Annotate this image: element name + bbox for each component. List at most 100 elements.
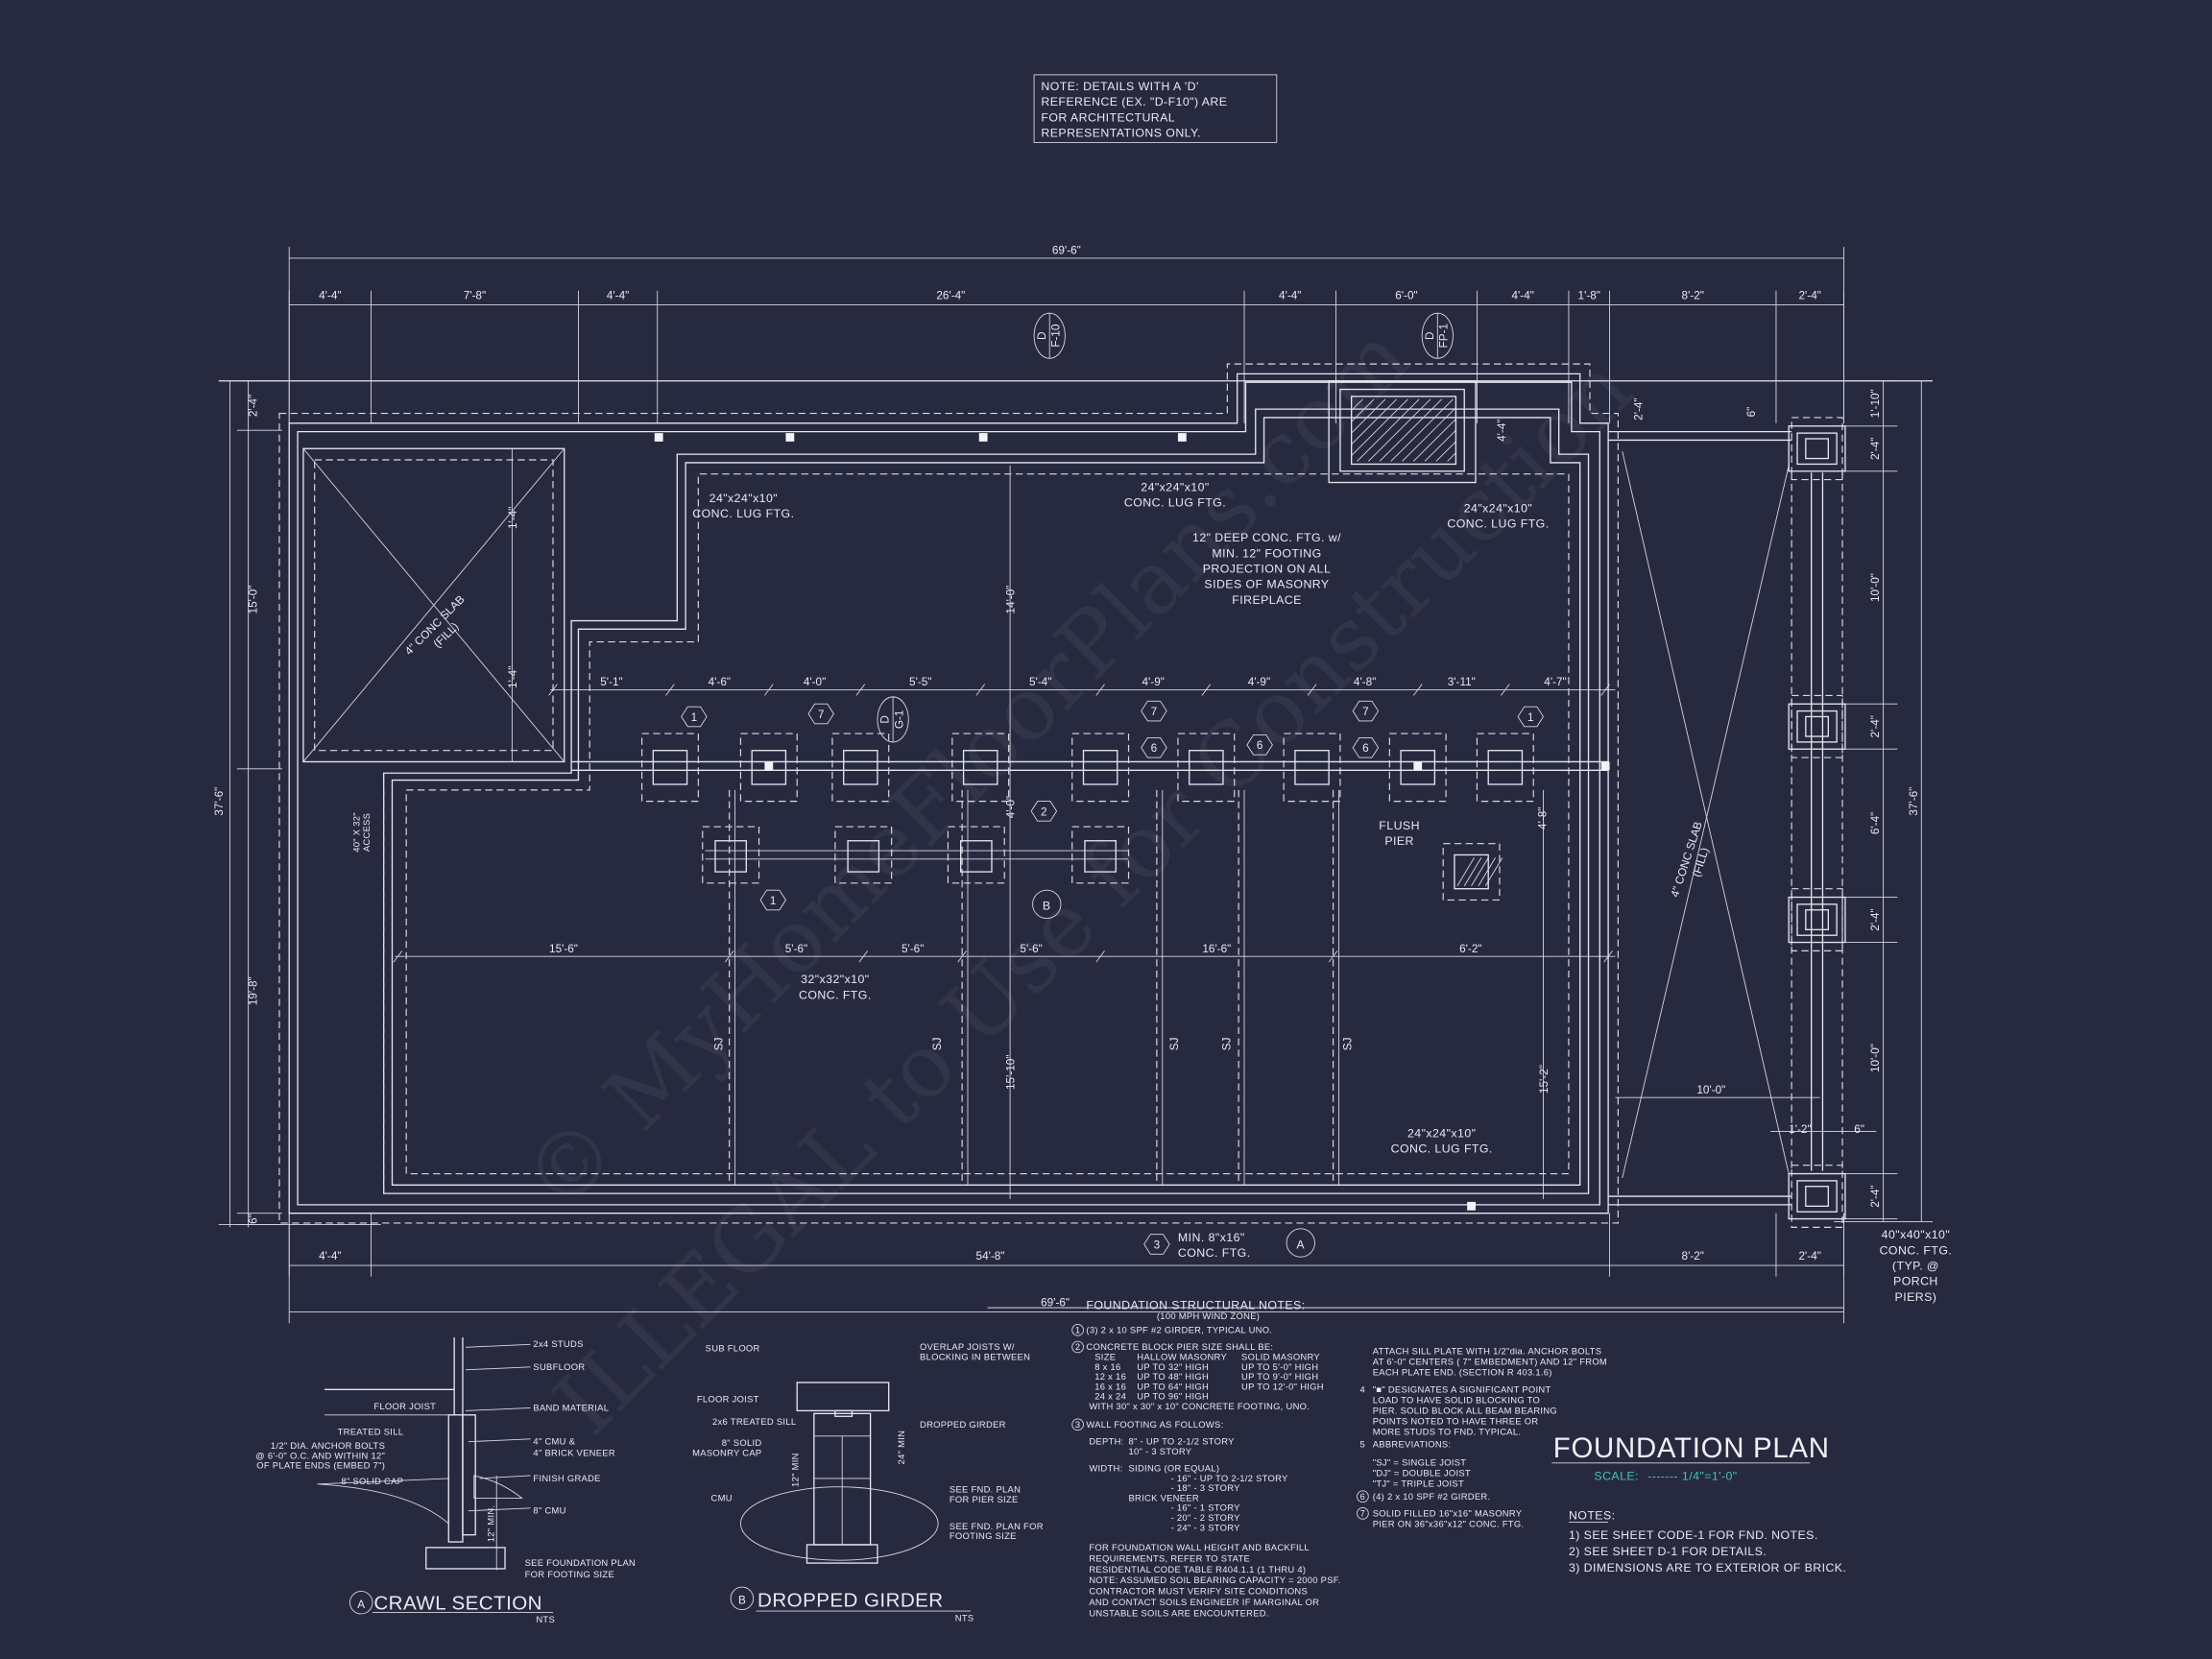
hex-tag: [1517, 706, 1545, 728]
dim-tick: [957, 950, 967, 963]
label-pier-size: SEE FND. PLAN: [950, 1484, 1021, 1495]
dim-label: 10'-0": [1696, 1084, 1725, 1096]
dim-bottom-segment: 8'-2": [1682, 1250, 1704, 1262]
note-text: REQUIREMENTS, REFER TO STATE: [1089, 1552, 1250, 1563]
hatch-line: [1484, 857, 1503, 887]
hatch-line: [1351, 398, 1386, 434]
joist-label-sj: SJ: [931, 1037, 944, 1050]
pier-footing: [947, 826, 1005, 884]
point-load-marker: [764, 761, 774, 771]
label-subfloor: SUBFLOOR: [533, 1361, 585, 1372]
section-letter: A: [357, 1599, 365, 1611]
dim-girder-segment: 4'-9": [1142, 676, 1165, 688]
dim-left-segment: 2'-4": [247, 395, 259, 417]
dim-girder-segment: 4'-8": [1354, 676, 1376, 688]
dropped-girder-title: DROPPED GIRDER: [757, 1590, 944, 1612]
table-cell: UP TO 12'-0" HIGH: [1241, 1381, 1324, 1391]
porch-pier-inner: [1796, 1180, 1838, 1213]
dim-label: 15'-2": [1538, 1065, 1551, 1094]
hex-tag: [1352, 737, 1380, 758]
flush-pier-footing: [1442, 843, 1501, 902]
table-header: HALLOW MASONRY: [1137, 1351, 1227, 1361]
detail-ref-letter: D: [1036, 331, 1048, 340]
dim-left-segment: 19'-8": [247, 976, 259, 1005]
pier: [1400, 750, 1436, 785]
note-number: 4: [1359, 1383, 1365, 1394]
fireplace-footing-label: FIREPLACE: [1232, 593, 1301, 607]
hex-tag: [1030, 801, 1058, 822]
dim-top-segment: 1'-8": [1578, 290, 1600, 302]
pier: [714, 840, 747, 873]
label-cmu-brick: 4" BRICK VENEER: [533, 1447, 615, 1457]
porch-footing-label: CONC. FTG.: [1880, 1243, 1953, 1257]
section-marker: [1032, 889, 1062, 920]
note-number: 1: [1075, 1325, 1081, 1335]
crawl-section-title: CRAWL SECTION: [373, 1593, 542, 1615]
reference-note-box: NOTE: DETAILS WITH A 'D' REFERENCE (EX. …: [1033, 74, 1278, 143]
dim-tick: [1095, 684, 1105, 696]
table-cell: UP TO 48" HIGH: [1137, 1371, 1209, 1382]
point-load-marker: [654, 433, 663, 442]
hex-tag: [1352, 700, 1380, 722]
note-text: (4) 2 x 10 SPF #2 GIRDER.: [1373, 1491, 1491, 1502]
note-text: POINTS NOTED TO HAVE THREE OR: [1373, 1415, 1539, 1426]
note-text: - 16" - 1 STORY: [1171, 1503, 1241, 1513]
dim-girder-segment: 4'-9": [1248, 676, 1270, 688]
detail-ref-sheet: G-1: [893, 710, 905, 730]
note-line: REPRESENTATIONS ONLY.: [1041, 127, 1201, 140]
note-text: SOLID FILLED 16"x16" MASONRY: [1373, 1508, 1523, 1519]
dim-top-segment: 4'-4": [319, 290, 341, 302]
dim-overall-left: 37'-6": [213, 787, 226, 816]
flush-pier-label: FLUSH: [1379, 819, 1420, 832]
tag-number: 1: [1527, 711, 1534, 724]
leader: [479, 1475, 531, 1479]
label-min: 12" MIN.: [485, 1505, 495, 1543]
pier-footing-label: 32"x32"x10": [801, 973, 869, 986]
porch-pier-inner: [1796, 432, 1838, 466]
tag-number: 3: [1154, 1238, 1161, 1251]
dim-joist-segment: 5'-6": [902, 943, 924, 955]
note-text: MORE STUDS TO FND. TYPICAL.: [1373, 1426, 1522, 1436]
pier: [1294, 750, 1330, 785]
note-text: SIDING (OR EQUAL): [1129, 1463, 1220, 1474]
porch-pier-core: [1805, 1186, 1829, 1207]
label-cmu-brick: 4" CMU &: [533, 1436, 575, 1447]
dim-label: 4'-4": [1496, 419, 1508, 441]
label-anchor-bolts: @ 6'-0" O.C. AND WITHIN 12": [255, 1450, 385, 1460]
dim-tick: [1307, 684, 1317, 696]
dim-top-segment: 8'-2": [1682, 290, 1704, 302]
note-text: DEPTH:: [1089, 1436, 1123, 1447]
note-text: - 24" - 3 STORY: [1171, 1522, 1241, 1532]
note-number-marker: [1071, 1324, 1084, 1336]
scale-label: SCALE:: [1594, 1469, 1639, 1482]
label-cmu: 8" CMU: [533, 1505, 565, 1516]
label-anchor-bolts: 1/2" DIA. ANCHOR BOLTS: [271, 1440, 385, 1451]
porch-pier: [1788, 425, 1846, 472]
dim-tick: [1201, 684, 1212, 696]
note-text: CONCRETE BLOCK PIER SIZE SHALL BE:: [1086, 1341, 1273, 1352]
hatch-line: [1357, 398, 1420, 462]
hatch-line: [1351, 398, 1398, 445]
pier-footing: [1177, 733, 1236, 803]
general-note: 2) SEE SHEET D-1 FOR DETAILS.: [1569, 1545, 1767, 1558]
dim-top-segment: 4'-4": [1512, 290, 1534, 302]
dim-top-segment: 6'-0": [1395, 290, 1417, 302]
porch-footing-label: 40"x40"x10": [1882, 1228, 1950, 1241]
foundation-walls: [278, 363, 1619, 1224]
note-text: "DJ" = DOUBLE JOIST: [1373, 1468, 1471, 1479]
porch-pier: [1788, 703, 1846, 750]
dim-bottom-segment: 4'-4": [319, 1250, 341, 1262]
dim-label: 1'-2": [1789, 1123, 1811, 1136]
dim-tick: [855, 684, 866, 696]
dim-girder-segment: 4'-0": [804, 676, 826, 688]
note-text: WIDTH:: [1089, 1463, 1122, 1474]
lug-footing-label: 24"x24"x10": [709, 492, 778, 505]
pier: [1082, 750, 1118, 785]
note-text: FOR FOUNDATION WALL HEIGHT AND BACKFILL: [1089, 1542, 1310, 1552]
hex-tag: [1246, 734, 1273, 756]
note-number-marker: [1071, 1418, 1084, 1431]
hatch-line: [1456, 857, 1475, 887]
notes-label: NOTES:: [1569, 1509, 1616, 1523]
hatch-line: [1351, 398, 1408, 457]
